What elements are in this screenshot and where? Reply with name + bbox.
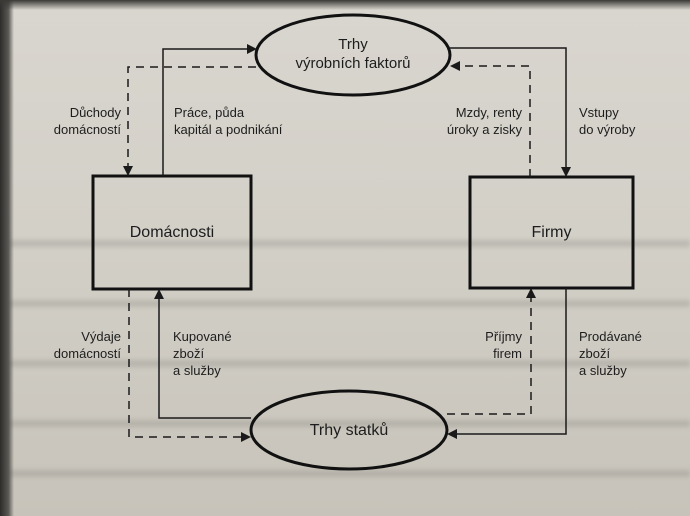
firms-text: Firmy — [531, 224, 572, 241]
wages-rents-line-2: úroky a zisky — [446, 122, 522, 137]
purchased-goods-arrow — [154, 289, 251, 419]
purchased-goods-line-1: Kupované — [173, 329, 232, 344]
page-bleed-text — [0, 240, 690, 247]
purchased-goods-line-2: zboží — [173, 346, 205, 361]
household-income-line-1: Důchody — [69, 105, 121, 120]
sold-goods-line-1: Prodávané — [579, 329, 642, 344]
sold-goods-arrow — [447, 288, 567, 439]
purchased-goods-label: Kupované zboží a služby — [173, 328, 273, 379]
firms-label: Firmy — [470, 223, 633, 243]
production-inputs-line-2: do výroby — [579, 122, 636, 137]
factor-markets-line-1: Trhy — [338, 36, 368, 53]
household-spending-arrow — [128, 289, 251, 442]
factor-markets-line-2: výrobních faktorů — [295, 55, 411, 72]
household-spending-label: Výdaje domácností — [30, 328, 121, 362]
page-bleed-text — [0, 470, 690, 477]
sold-goods-line-3: a služby — [579, 363, 627, 378]
households-label: Domácnosti — [93, 223, 251, 243]
wages-rents-line-1: Mzdy, renty — [455, 105, 522, 120]
firm-revenue-line-2: firem — [493, 346, 522, 361]
labor-land-line-2: kapitál a podnikání — [174, 122, 283, 137]
factor-markets-node — [254, 13, 452, 97]
binding-shadow — [0, 0, 14, 516]
goods-markets-text: Trhy statků — [309, 422, 389, 439]
firm-revenue-arrow — [447, 288, 536, 415]
sold-goods-line-2: zboží — [579, 346, 611, 361]
labor-land-arrow — [162, 44, 257, 176]
household-income-line-2: domácností — [53, 122, 121, 137]
goods-markets-label: Trhy statků — [279, 421, 419, 441]
purchased-goods-line-3: a služby — [173, 363, 221, 378]
page-bleed-text — [0, 300, 690, 307]
production-inputs-line-1: Vstupy — [579, 105, 619, 120]
firm-revenue-label: Příjmy firem — [440, 328, 522, 362]
page-bleed-text — [0, 420, 690, 427]
production-inputs-arrow — [450, 47, 571, 177]
household-income-label: Důchody domácností — [30, 104, 121, 138]
household-income-arrow — [123, 66, 256, 176]
labor-land-line-1: Práce, půda — [174, 105, 245, 120]
firms-node — [468, 175, 635, 290]
top-shadow — [0, 0, 690, 10]
page-bleed-text — [0, 360, 690, 367]
sold-goods-label: Prodávané zboží a služby — [579, 328, 674, 379]
households-text: Domácnosti — [129, 224, 215, 241]
factor-markets-label: Trhy výrobních faktorů — [278, 35, 428, 73]
labor-land-label: Práce, půda kapitál a podnikání — [174, 104, 324, 138]
wages-rents-label: Mzdy, renty úroky a zisky — [410, 104, 522, 138]
households-node — [91, 174, 253, 291]
household-spending-line-1: Výdaje — [81, 329, 121, 344]
household-spending-line-2: domácností — [53, 346, 121, 361]
production-inputs-label: Vstupy do výroby — [579, 104, 669, 138]
firm-revenue-line-1: Příjmy — [485, 329, 522, 344]
